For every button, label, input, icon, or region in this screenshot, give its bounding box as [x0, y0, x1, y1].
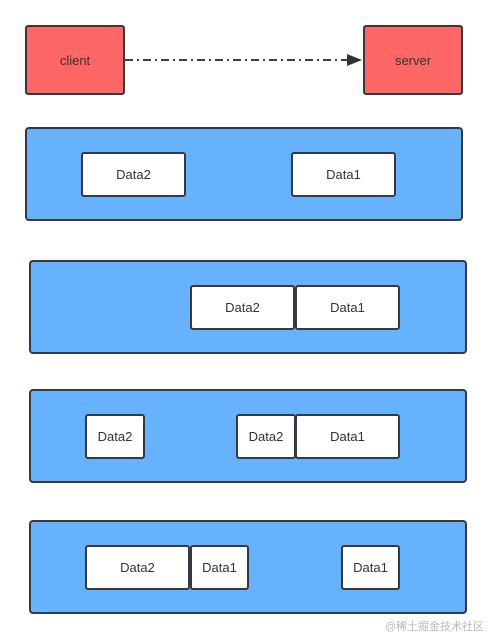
arrow-head [347, 54, 362, 66]
packet-label: Data1 [330, 429, 365, 444]
packet-label: Data2 [97, 429, 133, 444]
packet-data2: Data2 [236, 414, 296, 459]
server-node: server [363, 25, 463, 95]
packet-label: Data2 [120, 560, 155, 575]
client-node: client [25, 25, 125, 95]
packet-label: Data2 [248, 429, 284, 444]
packet-label: Data1 [326, 167, 361, 182]
packet-data2: Data2 [85, 414, 145, 459]
packet-data2: Data2 [190, 285, 295, 330]
server-label: server [394, 52, 432, 68]
packet-data2: Data2 [85, 545, 190, 590]
packet-data1: Data1 [190, 545, 249, 590]
watermark: @稀土掘金技术社区 [384, 621, 484, 633]
packet-label: Data1 [330, 300, 365, 315]
packet-data1: Data1 [295, 414, 400, 459]
packet-label: Data1 [353, 560, 388, 575]
packet-data1: Data1 [291, 152, 396, 197]
packet-data1: Data1 [295, 285, 400, 330]
client-label: client [59, 52, 91, 68]
packet-label: Data2 [225, 300, 260, 315]
packet-data2: Data2 [81, 152, 186, 197]
packet-label: Data1 [202, 560, 237, 575]
packet-label: Data2 [116, 167, 151, 182]
packet-data1: Data1 [341, 545, 400, 590]
